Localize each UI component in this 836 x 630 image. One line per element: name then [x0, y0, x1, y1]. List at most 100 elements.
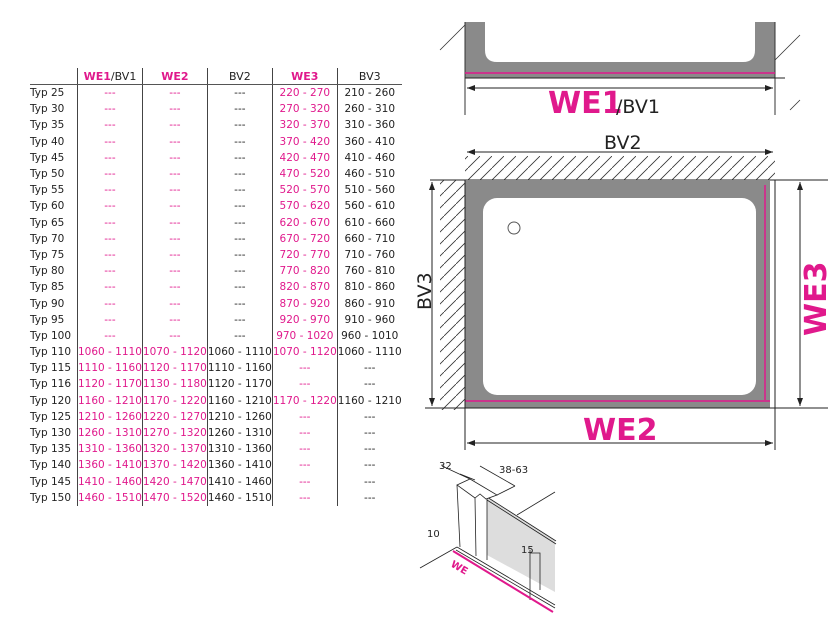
bv2-cell: 1360 - 1410: [206, 457, 273, 474]
we1-bv1-cell: 1060 - 1110: [77, 344, 143, 361]
we2-cell: ---: [141, 198, 208, 215]
we3-cell: ---: [271, 376, 338, 393]
bv2-cell: ---: [206, 295, 273, 312]
header-bv3: BV3: [336, 68, 402, 85]
we2-cell: ---: [141, 214, 208, 231]
we3-cell: ---: [271, 473, 338, 490]
we1-bv1-cell: 1310 - 1360: [77, 441, 143, 458]
profile-detail: 32 38-63 10 15 WE: [419, 461, 557, 613]
we3-cell: ---: [271, 441, 338, 458]
bv2-cell: ---: [206, 149, 273, 166]
we2-cell: 1270 - 1320: [141, 424, 208, 442]
bv3-cell: ---: [336, 376, 402, 393]
we1-bv1-cell: ---: [77, 84, 143, 102]
header-type: [30, 68, 78, 85]
type-cell: Typ 130: [30, 427, 72, 440]
type-cell: Typ 110: [30, 346, 72, 359]
dim-32: 32: [439, 461, 452, 472]
we2-cell: 1120 - 1170: [141, 360, 208, 377]
we3-cell: 820 - 870: [271, 279, 338, 296]
bv2-cell: ---: [206, 311, 273, 328]
we2-cell: ---: [141, 182, 208, 199]
we1-bv1-cell: ---: [77, 279, 143, 296]
bv2-cell: 1410 - 1460: [206, 473, 273, 490]
we2-cell: ---: [141, 263, 208, 280]
bv3-cell: ---: [336, 441, 402, 458]
bv2-cell: ---: [206, 101, 273, 118]
type-cell: Typ 120: [30, 394, 72, 407]
we1-bv1-cell: 1110 - 1160: [77, 360, 143, 377]
we1-bv1-cell: ---: [77, 198, 143, 215]
we1-bv1-cell: ---: [77, 214, 143, 231]
we2-cell: 1320 - 1370: [141, 441, 208, 458]
we2-cell: ---: [141, 279, 208, 296]
we2-cell: 1130 - 1180: [141, 376, 208, 393]
bv2-cell: ---: [206, 263, 273, 280]
label-we1: WE1: [548, 86, 622, 121]
we2-cell: ---: [141, 84, 208, 102]
we1-bv1-cell: ---: [77, 295, 143, 312]
we3-cell: 520 - 570: [271, 182, 338, 199]
bv2-cell: ---: [206, 246, 273, 264]
we1-label: WE1: [83, 69, 111, 83]
label-we3: WE3: [799, 262, 834, 336]
dim-10: 10: [427, 529, 440, 540]
label-we: WE: [449, 559, 470, 578]
bv3-cell: 760 - 810: [336, 263, 402, 280]
type-cell: Typ 115: [30, 362, 72, 375]
we3-cell: 670 - 720: [271, 230, 338, 247]
bv2-cell: 1310 - 1360: [206, 441, 273, 458]
bv3-cell: 410 - 460: [336, 149, 402, 166]
bv2-cell: ---: [206, 327, 273, 344]
dimension-table: WE1/BV1 WE2 BV2 WE3 BV3 Typ 25---------2…: [30, 68, 402, 506]
type-cell: Typ 70: [30, 232, 65, 245]
we2-cell: 1470 - 1520: [141, 489, 208, 506]
we3-cell: 370 - 420: [271, 133, 338, 150]
bv3-cell: 260 - 310: [336, 101, 402, 118]
type-cell: Typ 55: [30, 184, 65, 197]
we1-bv1-cell: ---: [77, 263, 143, 280]
we3-cell: 970 - 1020: [271, 327, 338, 344]
we1-bv1-cell: ---: [77, 327, 143, 344]
type-cell: Typ 35: [30, 119, 65, 132]
type-cell: Typ 50: [30, 168, 65, 181]
label-bv2: BV2: [604, 132, 642, 154]
label-bv3: BV3: [414, 272, 436, 310]
type-cell: Typ 75: [30, 248, 65, 261]
bv3-cell: 710 - 760: [336, 246, 402, 264]
bv3-cell: 610 - 660: [336, 214, 402, 231]
bv3-cell: ---: [336, 473, 402, 490]
bv3-cell: 1160 - 1210: [336, 392, 402, 409]
bv3-cell: ---: [336, 489, 402, 506]
top-view-wei-bv1: WE1 /BV1: [439, 22, 801, 121]
we1-bv1-cell: ---: [77, 117, 143, 134]
bv3-cell: 860 - 910: [336, 295, 402, 312]
we3-cell: ---: [271, 489, 338, 506]
type-cell: Typ 150: [30, 491, 72, 504]
we2-cell: 1420 - 1470: [141, 473, 208, 490]
we2-cell: ---: [141, 311, 208, 328]
bv3-cell: 660 - 710: [336, 230, 402, 247]
type-cell: Typ 60: [30, 200, 65, 213]
we3-cell: ---: [271, 408, 338, 425]
we3-cell: 1170 - 1220: [271, 392, 338, 409]
we1-bv1-cell: 1460 - 1510: [77, 489, 143, 506]
type-cell: Typ 100: [30, 329, 72, 342]
plan-view: BV2 BV3 WE3 WE2: [414, 132, 834, 450]
we1-bv1-cell: ---: [77, 246, 143, 264]
header-we3: WE3: [271, 68, 338, 85]
header-we1-bv1: WE1/BV1: [77, 68, 143, 85]
we1-bv1-cell: 1410 - 1460: [77, 473, 143, 490]
bv3-cell: ---: [336, 424, 402, 442]
we2-cell: ---: [141, 149, 208, 166]
